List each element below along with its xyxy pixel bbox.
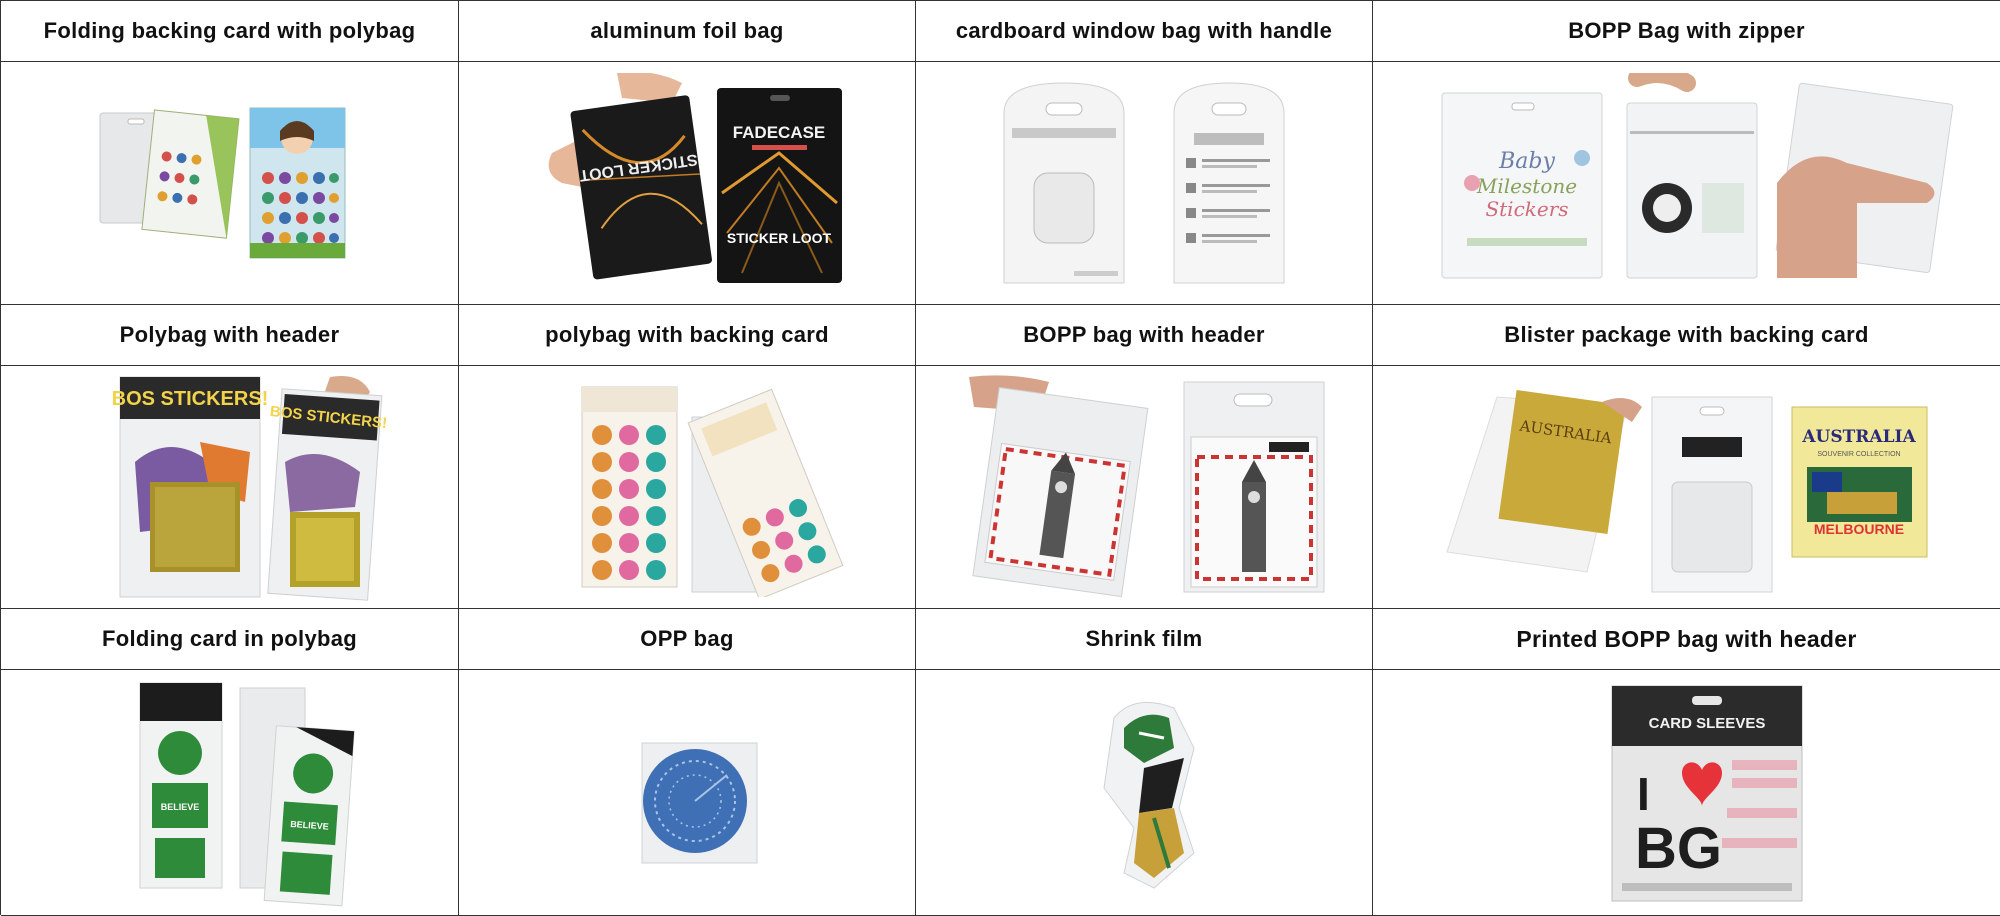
big-ben-bag-tilted [972, 387, 1149, 598]
melbourne-text: MELBOURNE [1813, 521, 1903, 537]
hand-opening-bag [1775, 82, 1953, 278]
australia-text-2: AUSTRALIA [1801, 427, 1916, 447]
souvenir-text: SOUVENIR COLLECTION [1817, 451, 1900, 458]
i-letter: I [1637, 768, 1650, 820]
header-opp-bag: OPP bag [459, 609, 916, 670]
image-polybag-backing-card [459, 366, 916, 609]
card-sleeves-text: CARD SLEEVES [1648, 715, 1765, 732]
printed-bopp-illustration: CARD SLEEVES I BG [1611, 685, 1802, 901]
foil-bag-illustration: STICKER LOOT FADECASE STICKER LOOT [548, 73, 842, 283]
baby-text: Baby [1498, 149, 1555, 174]
opp-bag-illustration [641, 742, 758, 863]
folding-card-polybag-illustration: BELIEVE BELIEVE [139, 682, 355, 906]
green-magnet-card-2: BELIEVE [263, 724, 355, 906]
bopp-header-illustration [969, 375, 1325, 598]
image-folding-backing-card [1, 62, 459, 305]
image-bopp-header [916, 366, 1373, 609]
gold-blister-card: AUSTRALIA [1445, 389, 1642, 573]
black-foil-bag-front: FADECASE STICKER LOOT [717, 88, 842, 283]
dot-sticker-sheet-front [581, 386, 678, 588]
believe-text: BELIEVE [160, 802, 199, 812]
fadecase-logo-text: FADECASE [733, 123, 826, 142]
folded-card [140, 109, 240, 239]
milestone-text: Milestone [1475, 174, 1576, 198]
header-bopp-header: BOPP bag with header [916, 305, 1373, 366]
header-blister-package: Blister package with backing card [1373, 305, 2000, 366]
header-polybag-header: Polybag with header [1, 305, 459, 366]
heart-icon [1681, 761, 1722, 806]
baby-milestone-bag: Baby Milestone Stickers [1441, 92, 1602, 279]
image-opp-bag [459, 670, 916, 916]
green-magnet-card: BELIEVE [139, 682, 222, 888]
window-bag-back [1173, 82, 1285, 284]
sticker-loot-text: STICKER LOOT [727, 230, 832, 246]
header-folding-backing-card: Folding backing card with polybag [1, 1, 459, 62]
header-printed-bopp-header: Printed BOPP bag with header [1373, 609, 2000, 670]
bos-stickers-title: BOS STICKERS! [111, 388, 268, 410]
image-aluminum-foil-bag: STICKER LOOT FADECASE STICKER LOOT [459, 62, 916, 305]
bos-stickers-bag-back: BOS STICKERS! [266, 376, 387, 601]
shrink-film-illustration [1103, 701, 1195, 889]
image-shrink-film [916, 670, 1373, 916]
zipper-bag-illustration: Baby Milestone Stickers [1441, 73, 1953, 279]
australia-magnet-card: AUSTRALIA SOUVENIR COLLECTION MELBOURNE [1791, 406, 1927, 558]
image-cardboard-window-bag [916, 62, 1373, 305]
polybag-backing-illustration [581, 386, 844, 597]
bos-stickers-bag-front: BOS STICKERS! [111, 376, 268, 598]
image-polybag-header: BOS STICKERS! BOS STICKERS! [1, 366, 459, 609]
header-shrink-film: Shrink film [916, 609, 1373, 670]
header-aluminum-foil-bag: aluminum foil bag [459, 1, 916, 62]
dark-sticker-bag [1626, 73, 1757, 279]
header-folding-card-polybag: Folding card in polybag [1, 609, 459, 670]
stickers-text: Stickers [1485, 197, 1568, 221]
image-folding-card-polybag: BELIEVE BELIEVE [1, 670, 459, 916]
image-printed-bopp-header: CARD SLEEVES I BG [1373, 670, 2000, 916]
header-polybag-backing-card: polybag with backing card [459, 305, 916, 366]
image-blister-package: AUSTRALIA AUSTRALIA SOUVENIR COLLECTION … [1373, 366, 2000, 609]
window-bag-front [1003, 82, 1125, 284]
folding-backing-card-illustration [99, 107, 345, 259]
big-ben-bag-front [1183, 381, 1325, 593]
blister-illustration: AUSTRALIA AUSTRALIA SOUVENIR COLLECTION … [1445, 389, 1927, 593]
believe-text-2: BELIEVE [289, 819, 328, 832]
image-bopp-zipper: Baby Milestone Stickers [1373, 62, 2000, 305]
polybag-header-illustration: BOS STICKERS! BOS STICKERS! [111, 376, 387, 601]
bg-letters: BG [1635, 816, 1722, 881]
header-bopp-zipper: BOPP Bag with zipper [1373, 1, 2000, 62]
dot-sticker-sheet-tilted [687, 388, 844, 597]
window-bag-illustration [1003, 82, 1285, 284]
header-cardboard-window-bag: cardboard window bag with handle [916, 1, 1373, 62]
black-foil-bag-open: STICKER LOOT [570, 95, 712, 280]
empty-blister-card [1651, 396, 1772, 593]
